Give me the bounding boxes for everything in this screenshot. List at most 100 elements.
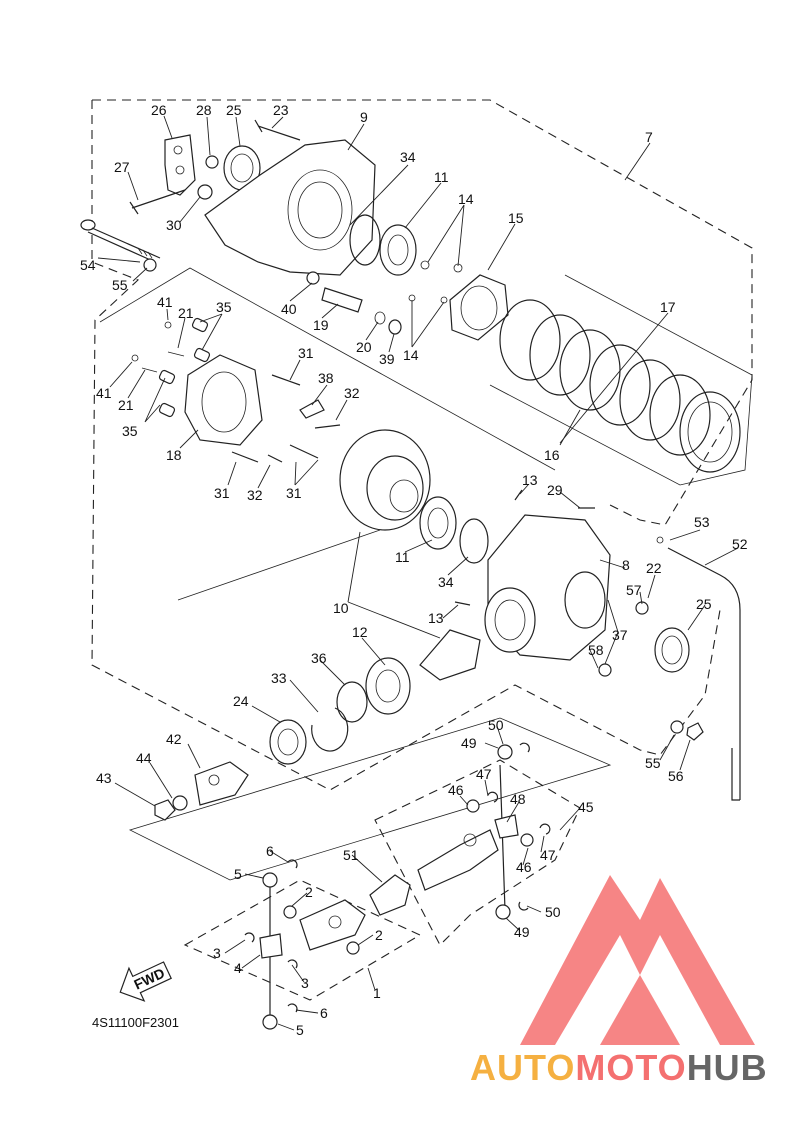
washer-44: [172, 795, 188, 811]
watermark-text: AUTOMOTOHUB: [470, 1047, 768, 1088]
case-inner-boundary: [99, 267, 556, 471]
callout-11-top: 11: [434, 169, 449, 185]
boot-51: [369, 874, 411, 916]
callout-35-top: 35: [216, 299, 232, 315]
callout-38: 38: [318, 370, 334, 386]
callout-4: 4: [234, 960, 242, 976]
circlip-3-left: [244, 932, 255, 943]
bolt-32-bottom: [267, 454, 283, 463]
cap-49-bottom: [495, 904, 511, 920]
clip-53: [656, 536, 664, 544]
circlip-47-right: [539, 823, 551, 835]
yoke-set-boundary: [128, 717, 612, 881]
callout-1: 1: [373, 985, 381, 1001]
watermark-part3: HUB: [687, 1047, 768, 1088]
callout-36: 36: [311, 650, 327, 666]
callout-54: 54: [80, 257, 96, 273]
housing-9: [204, 139, 376, 276]
assembly-7-left-edge: [91, 100, 721, 791]
circlip-50-top: [519, 742, 530, 753]
bolt-54: [80, 219, 161, 263]
callout-46-top: 46: [448, 782, 464, 798]
ring-36: [336, 681, 368, 723]
callout-33: 33: [271, 670, 287, 686]
bolt-27: [129, 189, 186, 215]
callout-40: 40: [281, 301, 297, 317]
cap-2-top: [283, 905, 297, 919]
callout-2-top: 2: [305, 884, 313, 900]
clutch-boundary: [489, 274, 753, 486]
parts: FWD: [80, 119, 741, 1030]
callout-27: 27: [114, 159, 130, 175]
callout-12: 12: [352, 624, 368, 640]
bolt-58: [598, 663, 612, 677]
pin-13-bottom: [454, 601, 471, 606]
collar-39: [388, 319, 402, 335]
callout-55-top: 55: [112, 277, 128, 293]
bolt-31-bottom-a: [231, 451, 259, 463]
callout-55-bottom: 55: [645, 755, 661, 771]
callout-41-top: 41: [157, 294, 173, 310]
callout-6-top: 6: [266, 843, 274, 859]
callout-25-top: 25: [226, 102, 242, 118]
callout-34-mid: 34: [438, 574, 454, 590]
bolt-31-top: [271, 374, 301, 386]
nut-43: [154, 799, 176, 821]
callout-14-top: 14: [458, 191, 474, 207]
callout-48: 48: [510, 791, 526, 807]
dowel-35-top: [191, 317, 209, 333]
bearing-11-mid: [419, 496, 457, 550]
bolt-31-bottom-b: [289, 444, 319, 459]
callout-41-bottom: 41: [96, 385, 112, 401]
callout-51: 51: [343, 847, 359, 863]
callout-39: 39: [379, 351, 395, 367]
callout-32-top: 32: [344, 385, 360, 401]
nut-56: [686, 722, 704, 741]
joint-45-boundary: [374, 759, 581, 946]
circlip-3-right: [287, 959, 298, 969]
cap-46-right: [520, 833, 534, 847]
oring-34-top: [349, 214, 381, 266]
yoke-42: [194, 761, 249, 806]
callout-10: 10: [333, 600, 349, 616]
callout-47-bottom: 47: [540, 847, 556, 863]
callout-46-bottom: 46: [516, 859, 532, 875]
callout-58: 58: [588, 642, 604, 658]
callout-45: 45: [578, 799, 594, 815]
callout-44: 44: [136, 750, 152, 766]
callout-24: 24: [233, 693, 249, 709]
callout-6-bottom: 6: [320, 1005, 328, 1021]
shaft-19: [321, 287, 363, 313]
leader-lines: [97, 115, 739, 1031]
callout-16: 16: [544, 447, 560, 463]
callout-56: 56: [668, 768, 684, 784]
pinion-12: [365, 629, 481, 715]
hose-52: [667, 547, 741, 800]
cap-49-top: [497, 744, 513, 760]
callout-23: 23: [273, 102, 289, 118]
spider-48: [494, 814, 519, 839]
callout-22: 22: [646, 560, 662, 576]
fwd-arrow-icon: [119, 961, 172, 1002]
pin-13-top: [514, 489, 523, 501]
callout-labels: 26 28 25 23 9 7 34 27 11 14 15 30 54 55 …: [80, 102, 748, 1038]
watermark-logo-icon: [520, 875, 755, 1045]
callout-57: 57: [626, 582, 642, 598]
yoke-1: [299, 899, 366, 951]
circlip-50-bottom: [518, 901, 529, 911]
cap-2-bottom: [346, 941, 360, 955]
clutch-pack: [499, 299, 741, 473]
callout-20: 20: [356, 339, 372, 355]
callout-47-top: 47: [476, 766, 492, 782]
callout-13-bottom: 13: [428, 610, 444, 626]
seal-25-right: [654, 627, 690, 673]
callout-43: 43: [96, 770, 112, 786]
callout-37: 37: [612, 627, 628, 643]
callout-15: 15: [508, 210, 524, 226]
callout-50-top: 50: [488, 717, 504, 733]
callout-7: 7: [645, 129, 653, 145]
circlip-47-left: [487, 791, 498, 803]
bolt-28: [205, 155, 219, 169]
callout-31-bottom-a: 31: [214, 485, 230, 501]
